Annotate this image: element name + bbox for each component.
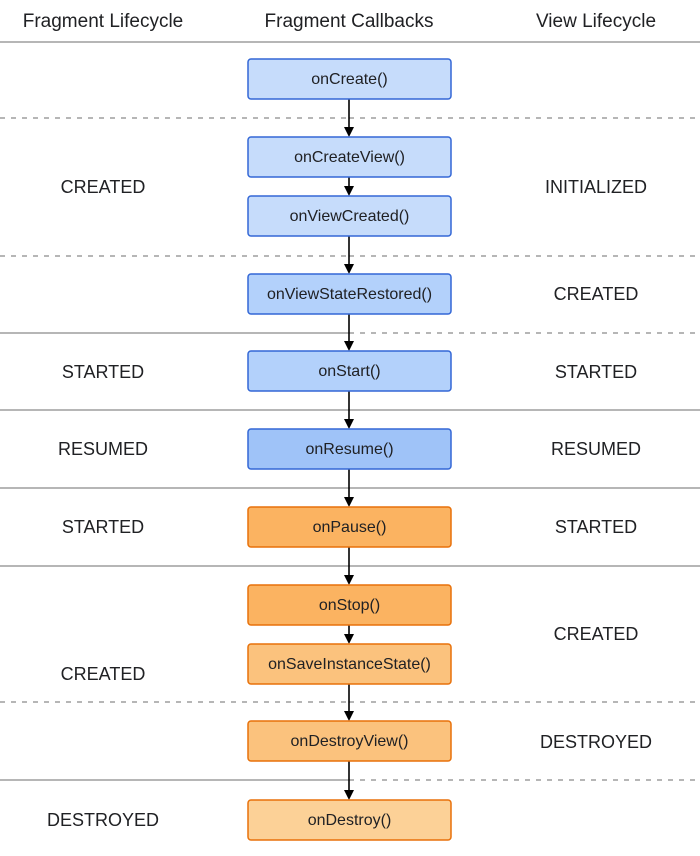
callback-label-onViewCreated: onViewCreated() [290,208,410,225]
header-fragment-callbacks: Fragment Callbacks [265,11,434,32]
callback-onStop: onStop() [247,584,452,626]
callback-label-onStart: onStart() [318,363,380,380]
callback-onViewStateRestored: onViewStateRestored() [247,273,452,315]
callback-boxes: onCreate() onCreateView() onViewCreated() o… [247,58,452,841]
callback-box-onStart [247,350,452,392]
callback-label-onDestroy: onDestroy() [308,812,392,829]
callback-label-onViewStateRestored: onViewStateRestored() [267,286,432,303]
fragment-state-created-2: CREATED [61,664,146,684]
header-fragment-lifecycle: Fragment Lifecycle [23,11,184,32]
callback-box-onResume [247,428,452,470]
callback-box-onPause [247,506,452,548]
callback-onPause: onPause() [247,506,452,548]
callback-box-onViewStateRestored [247,273,452,315]
callback-onCreate: onCreate() [247,58,452,100]
view-state-created: CREATED [554,284,639,304]
callback-label-onPause: onPause() [313,519,387,536]
fragment-state-resumed: RESUMED [58,439,148,459]
view-state-created-2: CREATED [554,624,639,644]
callback-box-onCreateView [247,136,452,178]
callback-box-onDestroyView [247,720,452,762]
section-dividers [0,117,700,781]
callback-onViewCreated: onViewCreated() [247,195,452,237]
callback-label-onCreateView: onCreateView() [294,149,405,166]
header-view-lifecycle: View Lifecycle [536,11,656,32]
callback-box-onCreate [247,58,452,100]
callback-label-onResume: onResume() [305,441,393,458]
fragment-state-created: CREATED [61,177,146,197]
callback-label-onCreate: onCreate() [311,71,387,88]
callback-onResume: onResume() [247,428,452,470]
view-state-destroyed: DESTROYED [540,732,652,752]
view-state-initialized: INITIALIZED [545,177,647,197]
view-state-started-2: STARTED [555,517,637,537]
fragment-state-started-2: STARTED [62,517,144,537]
callback-onCreateView: onCreateView() [247,136,452,178]
callback-box-onStop [247,584,452,626]
callback-box-onDestroy [247,799,452,841]
callback-label-onStop: onStop() [319,597,380,614]
callback-label-onDestroyView: onDestroyView() [291,733,409,750]
callback-onDestroyView: onDestroyView() [247,720,452,762]
view-state-resumed: RESUMED [551,439,641,459]
callback-onStart: onStart() [247,350,452,392]
fragment-state-started: STARTED [62,362,144,382]
callback-onDestroy: onDestroy() [247,799,452,841]
fragment-state-destroyed: DESTROYED [47,810,159,830]
view-state-started: STARTED [555,362,637,382]
callback-label-onSaveInstanceState: onSaveInstanceState() [268,656,431,673]
callback-box-onViewCreated [247,195,452,237]
callback-box-onSaveInstanceState [247,643,452,685]
callback-onSaveInstanceState: onSaveInstanceState() [247,643,452,685]
